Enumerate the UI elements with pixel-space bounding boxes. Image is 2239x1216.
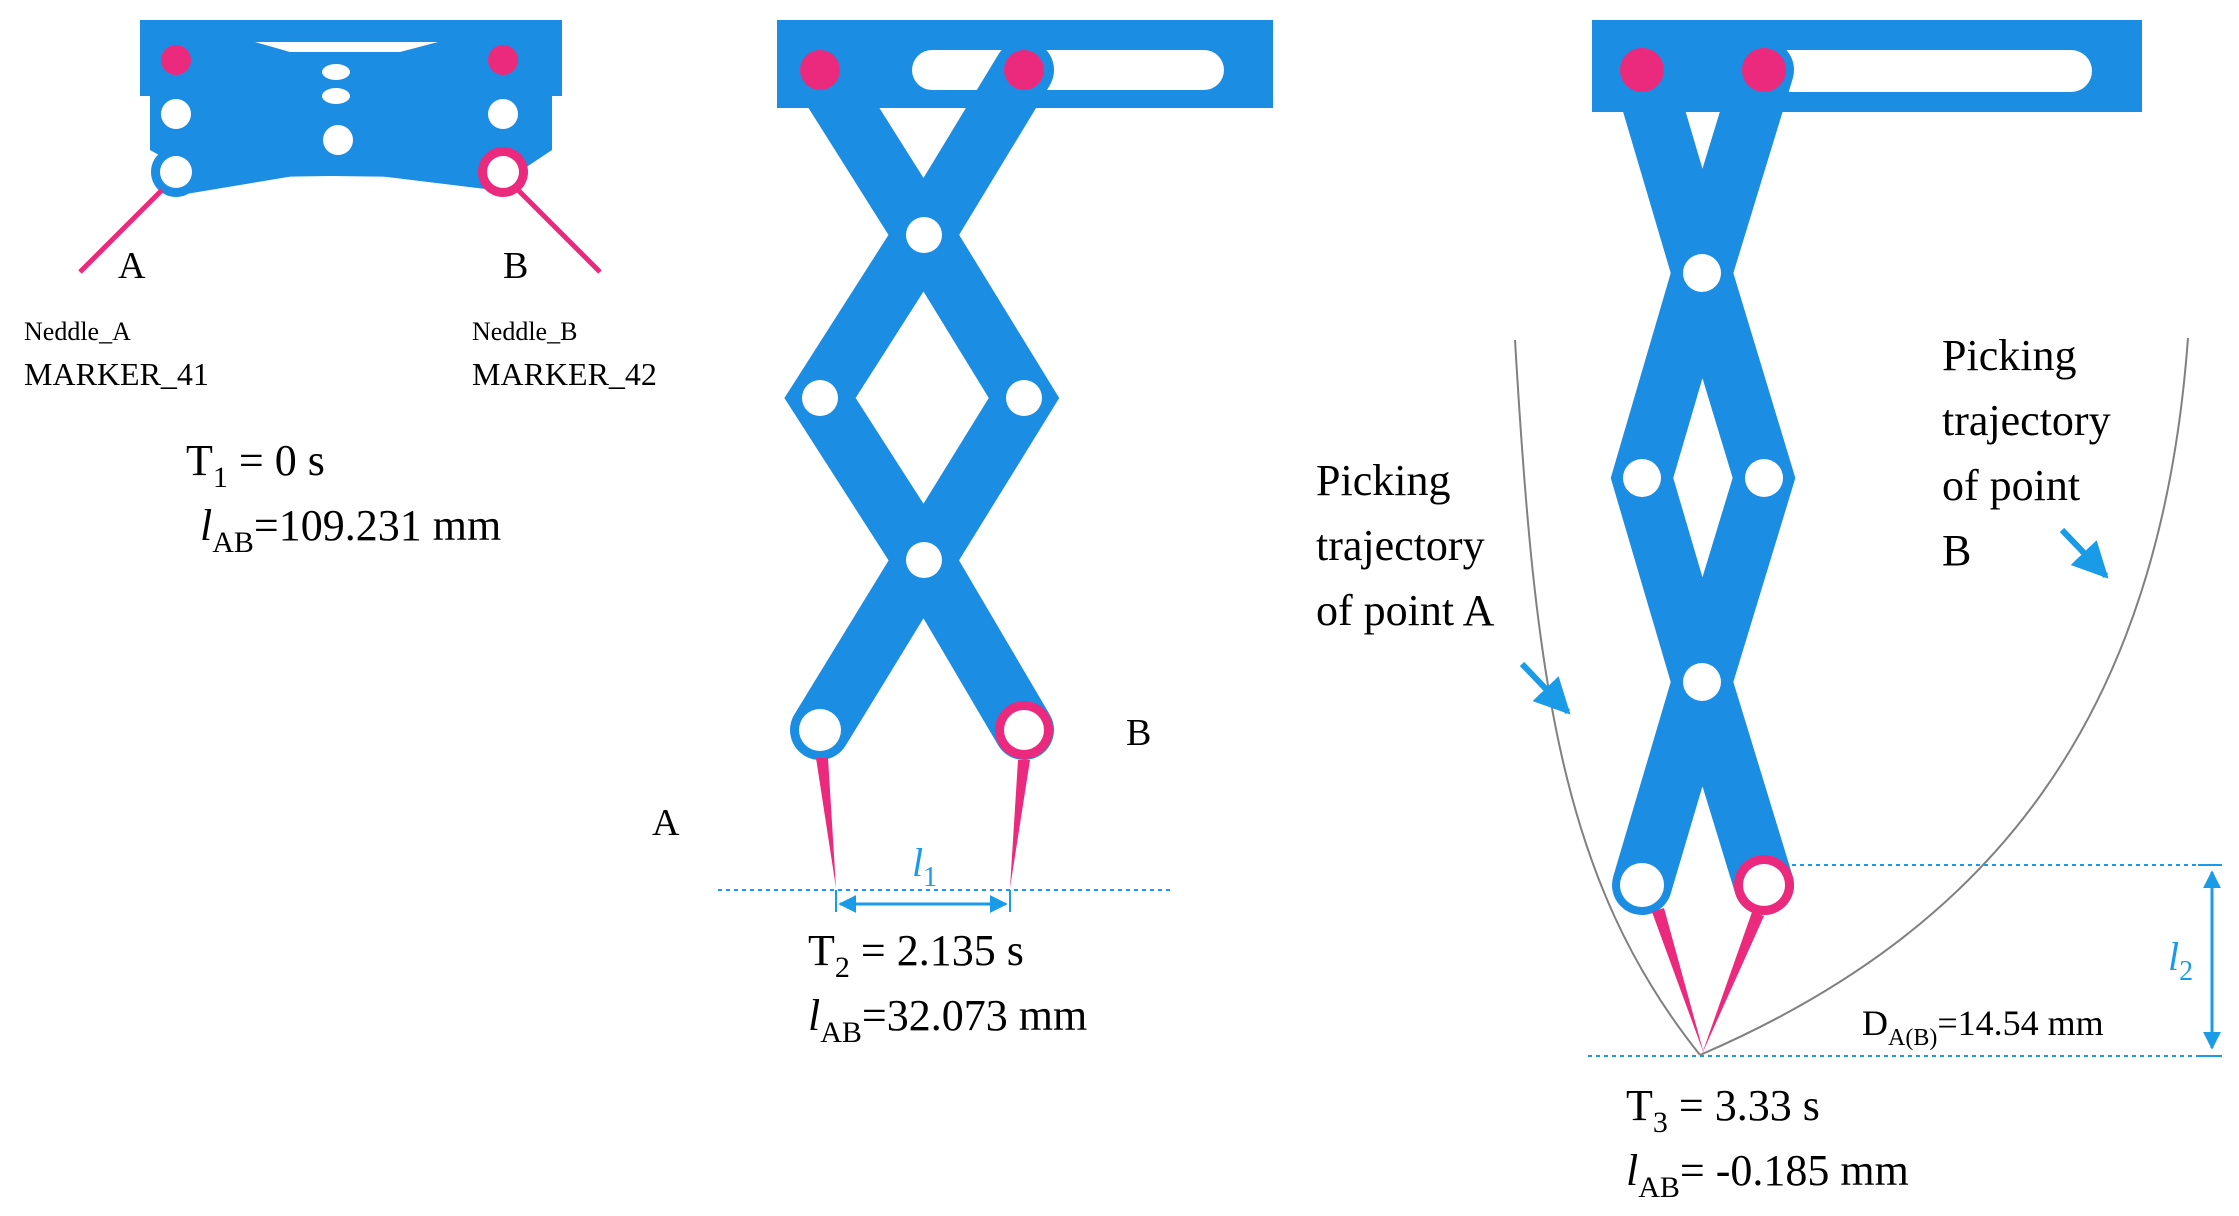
needle-b-name: Neddle_B	[472, 317, 577, 346]
trajectory-b	[1699, 337, 2189, 1056]
needle-a	[78, 188, 164, 274]
joint	[1623, 459, 1661, 497]
needle-b-joint	[1004, 710, 1044, 750]
panel-2: l1 A B T2 = 2.135 s lAB=32.073 mm	[652, 20, 1273, 1049]
label-b: B	[503, 245, 528, 287]
time-label: T1 = 0 s	[186, 436, 325, 494]
joint	[1683, 254, 1721, 292]
sliding-pin	[1742, 48, 1786, 92]
dimension-l1-label: l1	[912, 840, 937, 893]
joint	[802, 380, 838, 416]
fixed-pin	[488, 45, 518, 75]
joint	[1683, 663, 1721, 701]
slot	[912, 50, 1224, 90]
fixed-pin	[161, 45, 191, 75]
label-b: B	[1126, 712, 1151, 754]
trajectory-b-label: Picking trajectory of point B	[1942, 331, 2122, 575]
label-a: A	[118, 245, 146, 287]
joint	[906, 217, 942, 253]
needle-a-name: Neddle_A	[24, 317, 131, 346]
needle-b	[516, 188, 602, 274]
sliding-pin	[1004, 50, 1044, 90]
panel-3: l2 DA(B)=14.54 mm Picking trajectory of …	[1316, 20, 2222, 1204]
needle-a-joint	[799, 709, 841, 751]
needle-b	[1702, 912, 1764, 1054]
fixed-pin	[800, 50, 840, 90]
trajectory-a-arrow	[1519, 661, 1571, 715]
joint	[906, 542, 942, 578]
slot	[1752, 50, 2092, 92]
needle-a-joint	[1620, 863, 1664, 907]
joint	[1006, 380, 1042, 416]
trajectory-b-arrow	[2059, 527, 2109, 579]
time-label: T2 = 2.135 s	[808, 926, 1024, 984]
distance-d-label: DA(B)=14.54 mm	[1862, 1003, 2104, 1051]
distance-label: lAB= -0.185 mm	[1626, 1146, 1909, 1204]
top-slot	[255, 42, 438, 52]
distance-label: lAB=109.231 mm	[200, 501, 501, 559]
distance-label: lAB=32.073 mm	[808, 991, 1087, 1049]
needle-a	[1652, 908, 1704, 1054]
needle-b	[1010, 760, 1030, 888]
needle-a-joint	[160, 156, 192, 188]
joint	[161, 99, 191, 129]
scissor-links	[784, 40, 1060, 760]
panel-1: A B Neddle_A MARKER_41 Neddle_B MARKER_4…	[24, 20, 657, 559]
joint	[322, 88, 350, 104]
joint	[1745, 459, 1783, 497]
fixed-pin	[1620, 48, 1664, 92]
needle-b-marker: MARKER_42	[472, 356, 657, 392]
needle-b-joint	[487, 156, 519, 188]
needle-a-marker: MARKER_41	[24, 356, 209, 392]
link-body-lower	[160, 148, 525, 195]
needle-a	[816, 758, 836, 888]
time-label: T3 = 3.33 s	[1626, 1081, 1820, 1139]
dimension-l2-label: l2	[2168, 934, 2193, 987]
label-a: A	[652, 802, 680, 844]
joint	[323, 125, 353, 155]
needle-b-joint	[1743, 864, 1785, 906]
joint	[322, 64, 350, 80]
trajectory-a	[1514, 339, 1701, 1056]
joint	[488, 99, 518, 129]
trajectory-a-label: Picking trajectory of point A	[1316, 456, 1496, 635]
